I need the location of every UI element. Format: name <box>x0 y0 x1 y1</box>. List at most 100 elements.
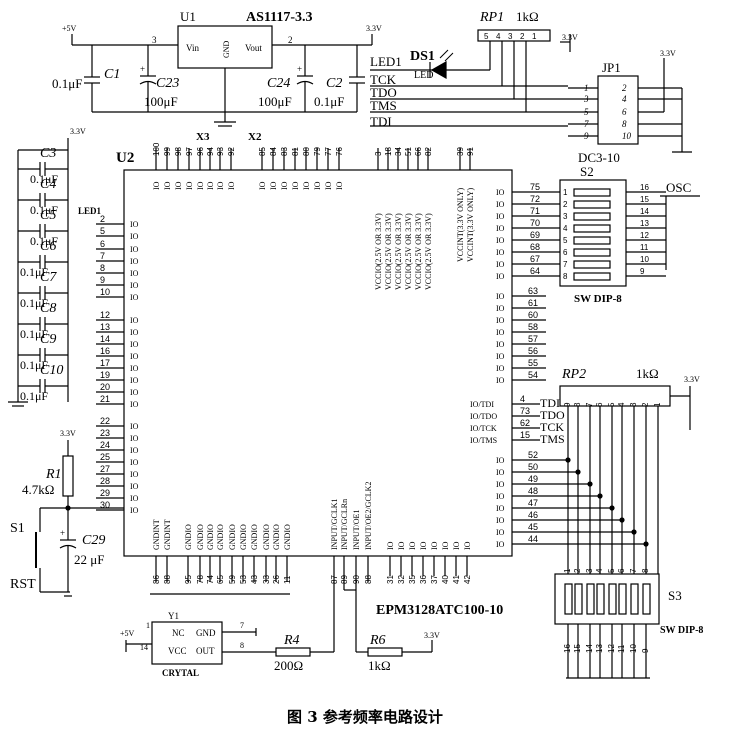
u2-io-label: IO <box>206 181 215 190</box>
u2-right-pin-number: 60 <box>528 310 538 320</box>
s3-pin-number: 12 <box>607 644 616 653</box>
s2-pin-number: 9 <box>640 267 645 276</box>
u2-top-pin-number: 83 <box>280 147 289 156</box>
u2-input-pin-number: 88 <box>364 575 373 584</box>
s2-pin-number: 4 <box>563 224 568 233</box>
u2-io-label: IO <box>130 446 139 455</box>
jp1-pin-number: 2 <box>622 83 627 93</box>
u2-io-label: IO <box>130 352 139 361</box>
u2-jtag-net: TCK <box>540 420 564 434</box>
u2-left-pin-number: 27 <box>100 464 110 474</box>
u2-cpld: U2 X3 X2 EPM3128ATC100-10 LED1 100IO99IO… <box>78 131 649 618</box>
u2-io-pin-number: 41 <box>452 575 461 584</box>
u2-io-label: IO <box>130 434 139 443</box>
u2-io-label: IO <box>152 181 161 190</box>
u2-io-label: IO <box>496 528 505 537</box>
jp1-pin-number: 3 <box>583 94 589 104</box>
u2-io-label: IO <box>258 181 267 190</box>
u2-vccio-label: VCCIO(2.5V OR 3.3V) <box>404 213 413 290</box>
s3-part: SW DIP-8 <box>660 625 703 636</box>
u2-io-label: IO <box>386 541 395 550</box>
tdi-net-top: TDI <box>370 114 392 129</box>
s2-switch <box>573 200 611 209</box>
c23-value: 100μF <box>144 94 178 109</box>
y1-out: OUT <box>196 646 215 656</box>
x2-net: X2 <box>248 131 262 143</box>
oscillator-section: Y1 NC GND VCC OUT CRYTAL +5V 1 14 7 8 R4… <box>120 582 440 678</box>
u2-gnd-label: GNDINT <box>152 519 161 550</box>
c24-ref: C24 <box>267 76 290 91</box>
u2-io-label: IO <box>216 181 225 190</box>
bypass-cap-ref: C5 <box>40 208 56 223</box>
rst-label: RST <box>10 577 36 592</box>
rp1-pin-number: 3 <box>508 32 513 41</box>
u2-left-pin-number: 29 <box>100 488 110 498</box>
u2-bottom-pin-number: 53 <box>239 575 248 584</box>
u2-top-pin-number: 98 <box>174 147 183 156</box>
u1-vin-label: Vin <box>186 43 199 53</box>
s3-switch <box>608 583 617 615</box>
u2-s3-pin-number: 46 <box>528 510 538 520</box>
u2-io-label: IO <box>496 480 505 489</box>
svg-text:+: + <box>60 528 65 538</box>
u2-s3-pin-number: 44 <box>528 534 538 544</box>
u2-left-pin-number: 30 <box>100 500 110 510</box>
u2-jtag-pin-number: 73 <box>520 406 530 416</box>
p33-label-u1: 3.3V <box>366 24 382 33</box>
jp1-part: DC3-10 <box>578 150 620 165</box>
s3-pin-number: 1 <box>563 568 572 573</box>
u2-part: EPM3128ATC100-10 <box>376 603 503 618</box>
u2-top-pin-number: 18 <box>384 147 393 156</box>
jp1-body <box>597 75 639 145</box>
u2-io-label: IO <box>130 269 139 278</box>
ds1-ref: DS1 <box>410 49 435 64</box>
u2-right-pin-number: 75 <box>530 182 540 192</box>
u2-io-label: IO <box>227 181 236 190</box>
u2-left-pin-number: 23 <box>100 428 110 438</box>
s2-switch <box>573 260 611 269</box>
u2-jtag-label: IO/TCK <box>470 424 497 433</box>
s3-pin-number: 8 <box>641 568 650 573</box>
u2-bottom-pin-number: 95 <box>184 575 193 584</box>
u2-right-pin-number: 68 <box>530 242 540 252</box>
u2-io-label: IO <box>130 328 139 337</box>
u2-right-pin-number: 67 <box>530 254 540 264</box>
u2-io-label: IO <box>496 272 505 281</box>
y1-gnd: GND <box>196 628 216 638</box>
u2-gnd-label: GNDIO <box>206 524 215 550</box>
u2-io-pin-number: 35 <box>408 575 417 584</box>
u2-vccio-label: VCCIO(2.5V OR 3.3V) <box>384 213 393 290</box>
u2-left-pin-number: 20 <box>100 382 110 392</box>
u2-gnd-label: GNDIO <box>283 524 292 550</box>
r4-value: 200Ω <box>274 658 303 673</box>
u2-io-label: IO <box>130 340 139 349</box>
u2-right-pin-number: 69 <box>530 230 540 240</box>
s3-pin-number: 14 <box>585 644 594 653</box>
u2-io-pin-number: 36 <box>419 575 428 584</box>
u2-io-label: IO <box>496 456 505 465</box>
led1-net-left: LED1 <box>78 206 102 216</box>
u2-io-label: IO <box>313 181 322 190</box>
u2-io-label: IO <box>496 540 505 549</box>
s2-pin-number: 14 <box>640 207 649 216</box>
u2-jtag-net: TMS <box>540 432 565 446</box>
u2-jtag-pin-number: 62 <box>520 418 530 428</box>
u2-left-pin-number: 2 <box>100 214 105 224</box>
u2-io-label: IO <box>496 304 505 313</box>
u2-jtag-net: TDI <box>540 396 560 410</box>
u2-left-pin-number: 7 <box>100 251 105 261</box>
rp1-ref: RP1 <box>479 10 504 25</box>
jp1-pin-number: 10 <box>622 131 632 141</box>
u2-io-label: IO <box>130 281 139 290</box>
s3-pin-number: 2 <box>573 568 582 573</box>
rp2-pin-number: 3 <box>629 402 638 407</box>
bypass-cap-value: 0.1μF <box>30 203 58 217</box>
u2-io-label: IO <box>130 506 139 515</box>
rp2-pin-number: 5 <box>607 402 616 407</box>
bypass-cap-value: 0.1μF <box>20 389 48 403</box>
s3-switch <box>618 583 627 615</box>
jp1-pin-number: 6 <box>622 107 627 117</box>
bypass-cap-ref: C7 <box>40 270 57 285</box>
s3-pin-number: 10 <box>629 644 638 653</box>
